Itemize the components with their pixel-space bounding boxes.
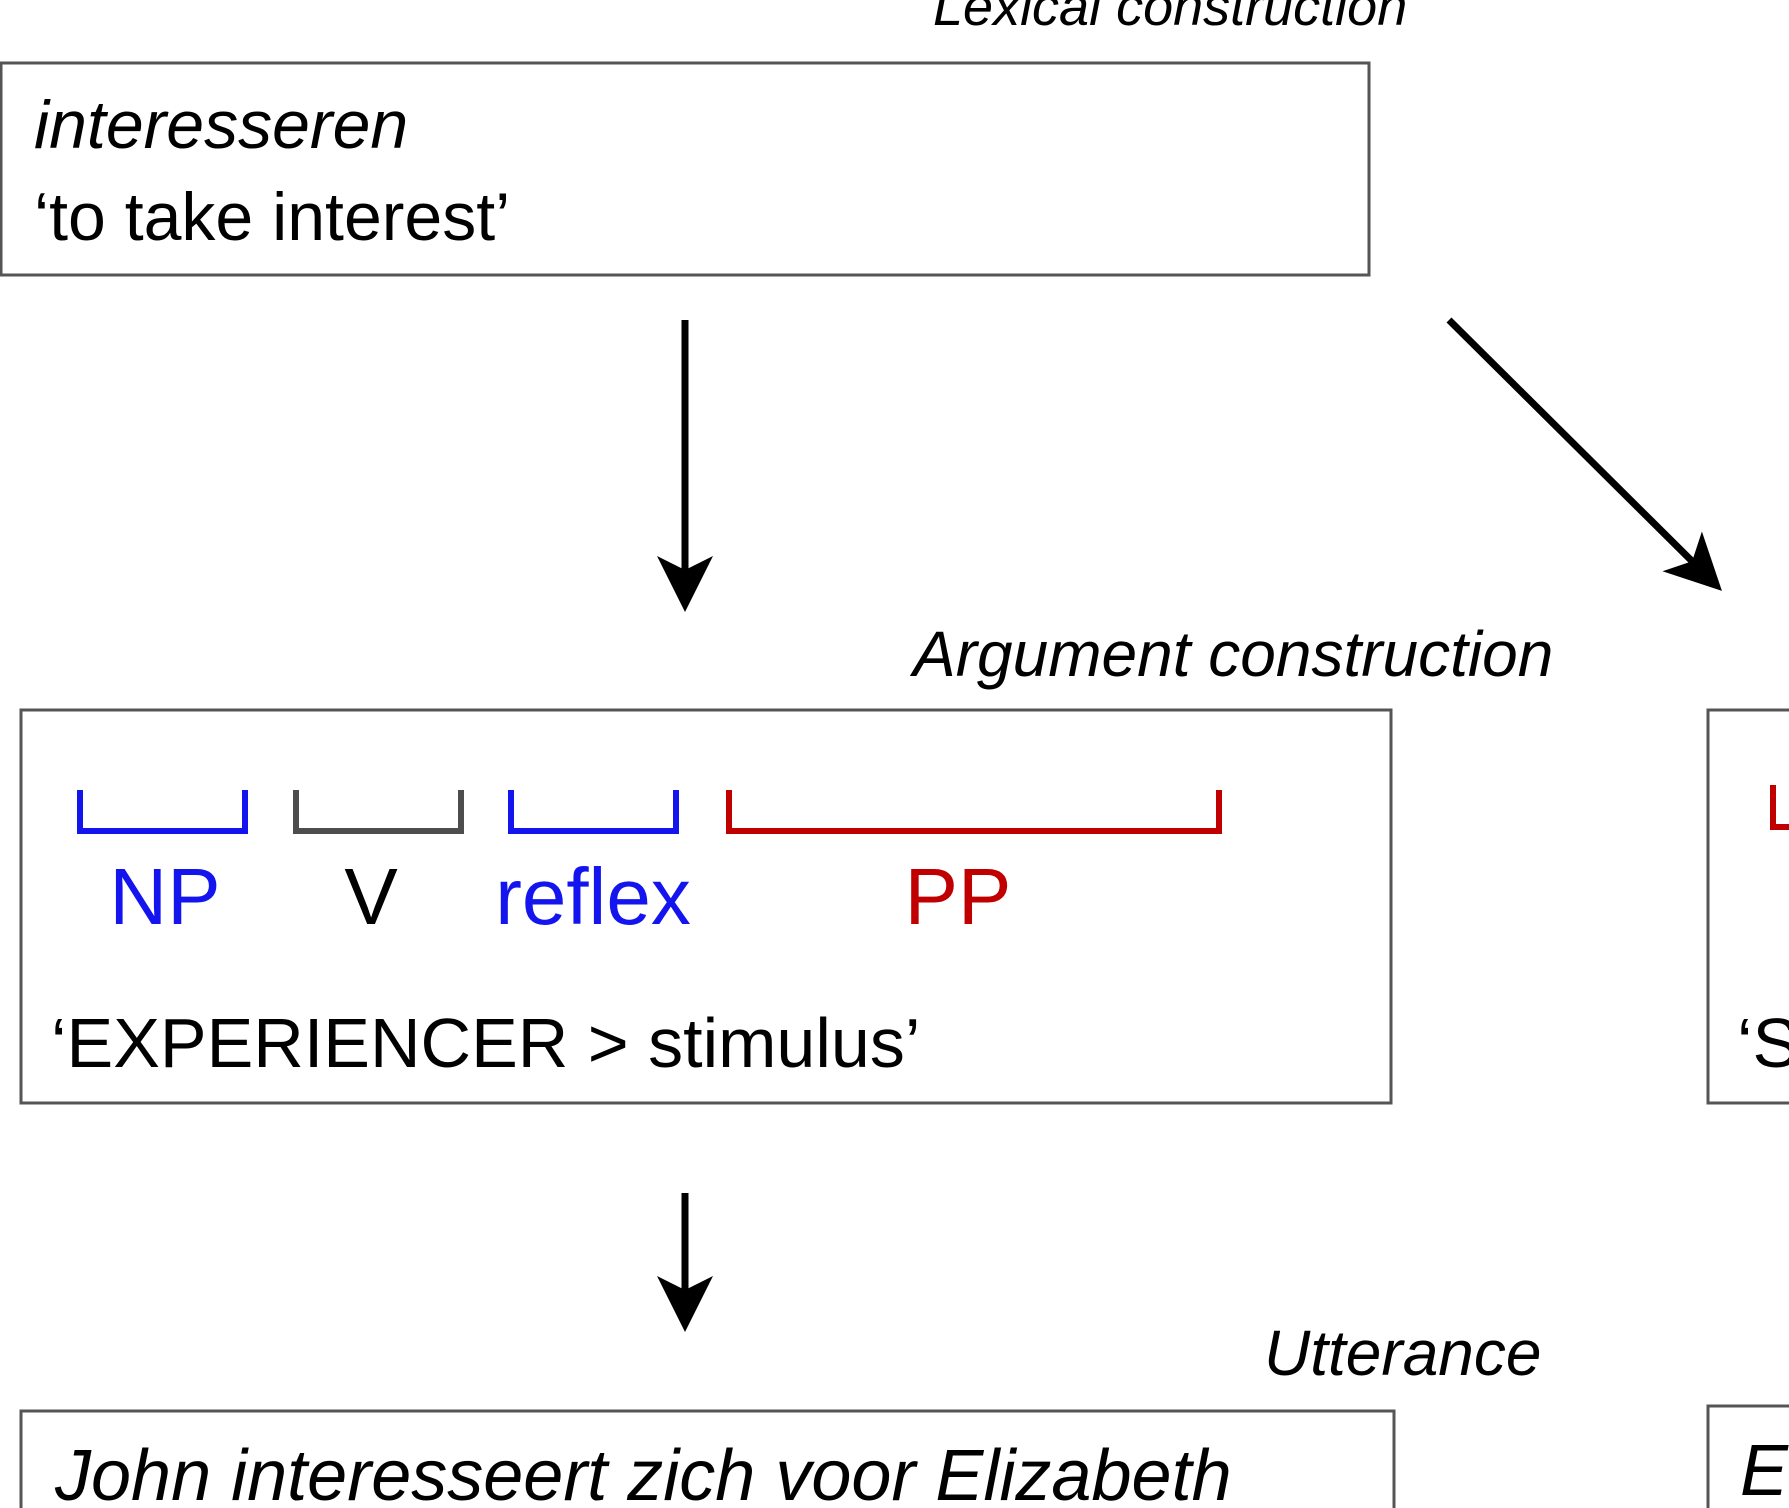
reflex-bracket bbox=[508, 790, 679, 834]
right-semantics-fragment: ‘S bbox=[1737, 1004, 1789, 1082]
argument-box bbox=[19, 708, 1393, 1105]
v-label: V bbox=[344, 852, 398, 941]
argument-heading: Argument construction bbox=[909, 618, 1553, 690]
right-red-bracket bbox=[1770, 785, 1789, 830]
pp-bracket bbox=[726, 790, 1222, 834]
lexical-heading: Lexical construction bbox=[933, 0, 1407, 37]
right-utterance-fragment: E bbox=[1740, 1431, 1789, 1508]
np-bracket bbox=[77, 790, 248, 834]
utterance-heading: Utterance bbox=[1264, 1317, 1541, 1389]
v-bracket bbox=[293, 790, 464, 834]
lexical-box bbox=[0, 61, 1371, 277]
utterance-box bbox=[19, 1409, 1396, 1508]
np-label: NP bbox=[109, 852, 220, 941]
lexical-gloss: ‘to take interest’ bbox=[34, 179, 510, 255]
reflex-label: reflex bbox=[495, 852, 691, 941]
pp-label: PP bbox=[905, 852, 1012, 941]
right-argument-box bbox=[1706, 708, 1789, 1105]
utterance-sentence: John interesseert zich voor Elizabeth bbox=[54, 1436, 1232, 1508]
lexical-word: interesseren bbox=[34, 87, 408, 163]
right-utterance-box bbox=[1706, 1404, 1789, 1508]
arrow-diagonal bbox=[1446, 317, 1722, 591]
argument-semantics: ‘EXPERIENCER > stimulus’ bbox=[51, 1004, 920, 1082]
